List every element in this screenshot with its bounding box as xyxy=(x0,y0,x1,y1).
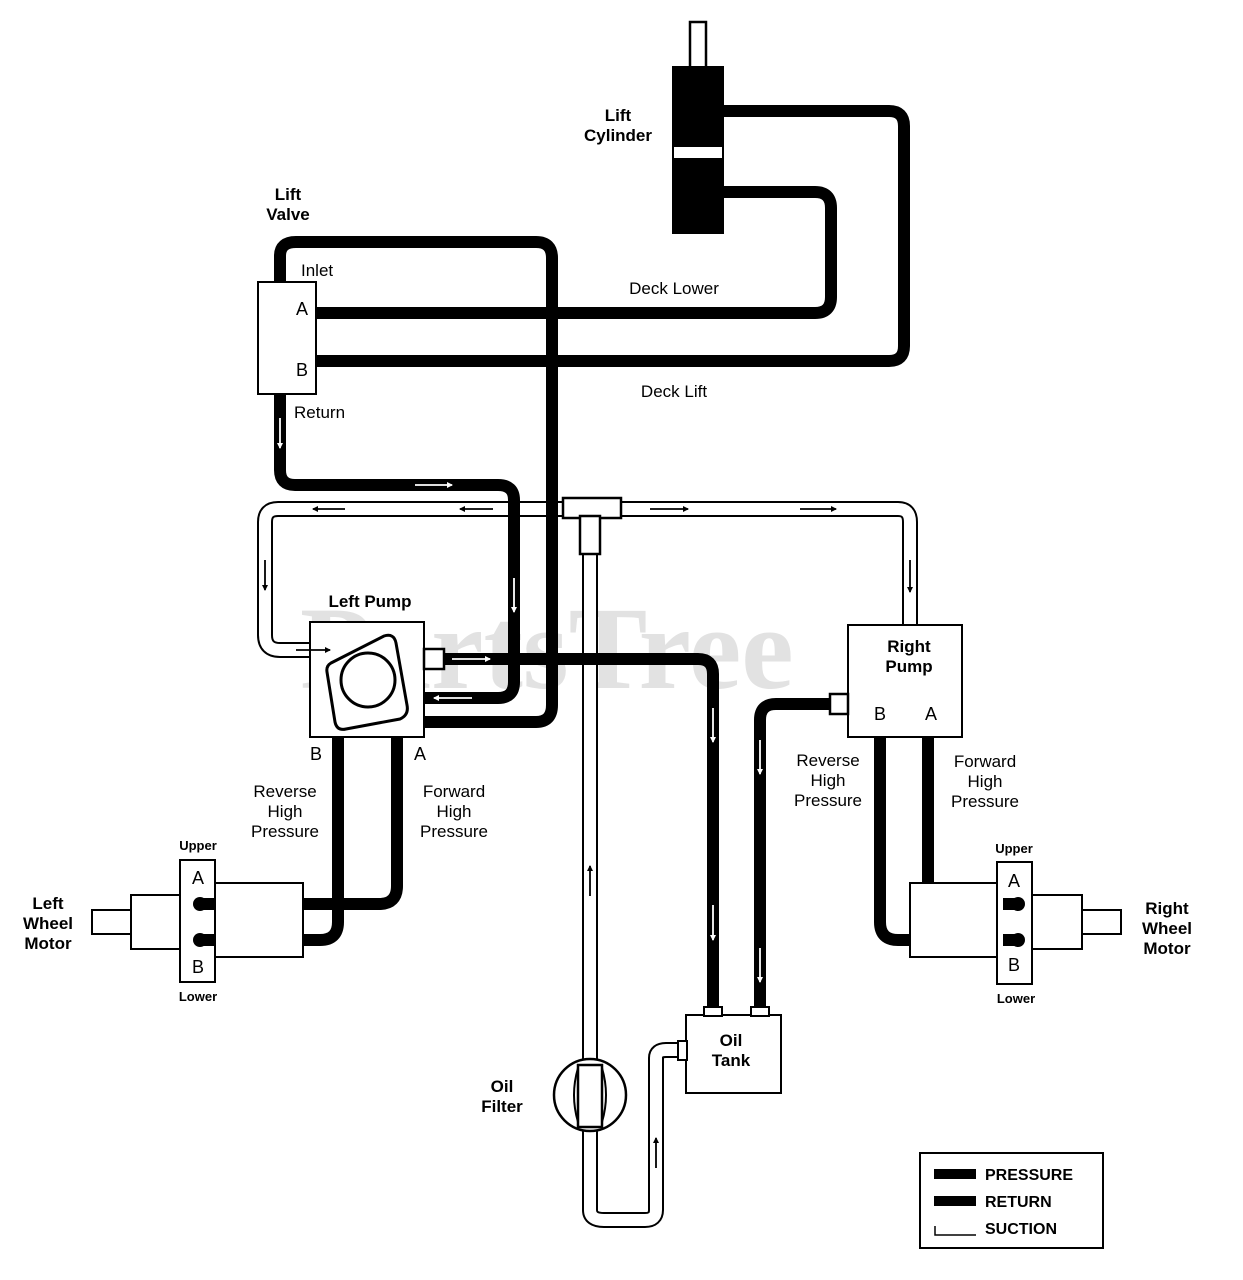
label-right-upper: Upper xyxy=(995,841,1033,856)
label-left-wheel-motor-2: Wheel xyxy=(23,914,73,933)
lift-cylinder xyxy=(672,20,724,234)
label-left-reverse-3: Pressure xyxy=(251,822,319,841)
labels: Lift Cylinder Lift Valve Inlet A B Retur… xyxy=(23,106,1192,1116)
legend-return-swatch xyxy=(934,1196,976,1206)
label-left-pump-port-b: B xyxy=(310,744,322,764)
label-left-wheel-motor-1: Left xyxy=(32,894,64,913)
label-left-forward-2: High xyxy=(437,802,472,821)
label-right-forward-3: Pressure xyxy=(951,792,1019,811)
label-left-pump-port-a: A xyxy=(414,744,426,764)
label-oil-filter-2: Filter xyxy=(481,1097,523,1116)
label-oil-tank-2: Tank xyxy=(712,1051,751,1070)
label-left-upper: Upper xyxy=(179,838,217,853)
label-valve-port-b: B xyxy=(296,360,308,380)
legend: PRESSURE RETURN SUCTION xyxy=(919,1152,1104,1249)
tee-fitting xyxy=(561,496,623,556)
label-right-reverse-1: Reverse xyxy=(796,751,859,770)
label-right-reverse-3: Pressure xyxy=(794,791,862,810)
label-left-motor-port-b: B xyxy=(192,957,204,977)
label-inlet: Inlet xyxy=(301,261,333,280)
label-right-wheel-motor-3: Motor xyxy=(1143,939,1191,958)
right-pump xyxy=(828,624,963,738)
label-right-wheel-motor-2: Wheel xyxy=(1142,919,1192,938)
label-lift-valve-2: Valve xyxy=(266,205,310,224)
label-return: Return xyxy=(294,403,345,422)
lift-valve xyxy=(257,281,317,395)
label-left-forward-1: Forward xyxy=(423,782,485,801)
label-left-reverse-2: High xyxy=(268,802,303,821)
flow-arrows xyxy=(262,418,913,1168)
label-right-lower: Lower xyxy=(997,991,1035,1006)
label-deck-lower: Deck Lower xyxy=(629,279,719,298)
label-lift-cylinder-1: Lift xyxy=(605,106,632,125)
label-left-lower: Lower xyxy=(179,989,217,1004)
label-right-pump-1: Right xyxy=(887,637,931,656)
label-right-pump-port-b: B xyxy=(874,704,886,724)
oil-tank xyxy=(677,1006,782,1094)
label-right-reverse-2: High xyxy=(811,771,846,790)
label-right-motor-port-b: B xyxy=(1008,955,1020,975)
label-left-pump: Left Pump xyxy=(328,592,411,611)
legend-suction-swatch xyxy=(934,1226,976,1236)
legend-pressure-label: PRESSURE xyxy=(985,1167,1073,1184)
label-oil-filter-1: Oil xyxy=(491,1077,514,1096)
label-lift-valve-1: Lift xyxy=(275,185,302,204)
label-right-motor-port-a: A xyxy=(1008,871,1020,891)
right-wheel-motor xyxy=(909,861,1122,985)
label-valve-port-a: A xyxy=(296,299,308,319)
label-right-pump-port-a: A xyxy=(925,704,937,724)
label-left-reverse-1: Reverse xyxy=(253,782,316,801)
legend-pressure-swatch xyxy=(934,1169,976,1179)
pressure-return-lines xyxy=(200,105,1018,1010)
label-left-forward-3: Pressure xyxy=(420,822,488,841)
label-deck-lift: Deck Lift xyxy=(641,382,707,401)
label-right-forward-2: High xyxy=(968,772,1003,791)
label-right-pump-2: Pump xyxy=(885,657,932,676)
label-lift-cylinder-2: Cylinder xyxy=(584,126,652,145)
motor-port-circles xyxy=(193,897,1025,947)
legend-return-label: RETURN xyxy=(985,1194,1052,1211)
left-pump xyxy=(309,621,446,738)
label-right-forward-1: Forward xyxy=(954,752,1016,771)
label-right-wheel-motor-1: Right xyxy=(1145,899,1189,918)
label-left-motor-port-a: A xyxy=(192,868,204,888)
legend-suction-label: SUCTION xyxy=(985,1221,1057,1238)
label-left-wheel-motor-3: Motor xyxy=(24,934,72,953)
label-oil-tank-1: Oil xyxy=(720,1031,743,1050)
oil-filter xyxy=(552,1057,628,1133)
